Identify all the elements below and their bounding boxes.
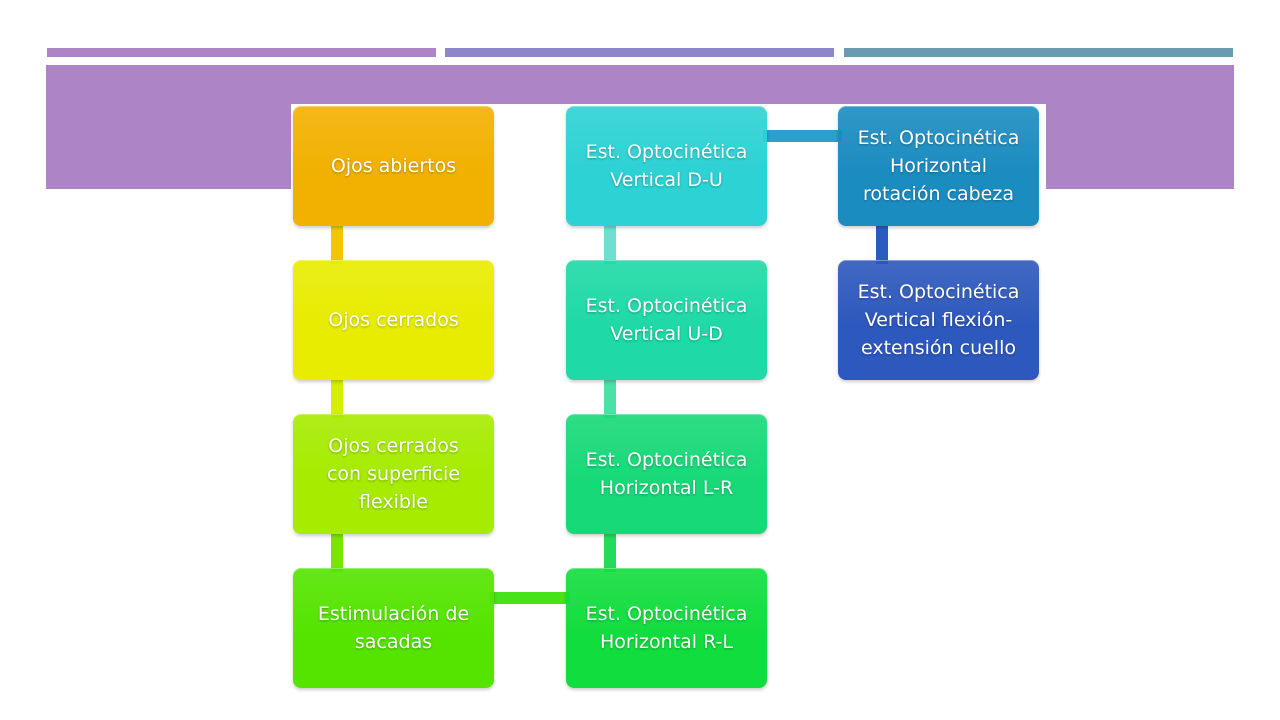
flow-node-label: Ojos cerrados: [328, 309, 459, 331]
flow-node: Est. Optocinética Horizontal rotación ca…: [838, 106, 1039, 226]
flow-node-label: Ojos cerrados con superficie flexible: [326, 435, 461, 513]
connector-line: [604, 222, 616, 264]
flow-node-label: Estimulación de sacadas: [317, 603, 470, 653]
flow-node-label: Est. Optocinética Vertical D-U: [585, 141, 748, 191]
connector-line: [876, 222, 888, 264]
connector-line: [763, 130, 842, 142]
accent-bar-left: [47, 48, 436, 57]
connector-line: [490, 592, 570, 604]
flow-node: Ojos abiertos: [293, 106, 494, 226]
flow-node: Est. Optocinética Vertical D-U: [566, 106, 767, 226]
flow-node-label: Est. Optocinética Horizontal R-L: [585, 603, 748, 653]
flow-node: Est. Optocinética Horizontal L-R: [566, 414, 767, 534]
flow-node: Ojos cerrados con superficie flexible: [293, 414, 494, 534]
flow-node-label: Est. Optocinética Horizontal L-R: [585, 449, 748, 499]
flow-node-label: Est. Optocinética Vertical U-D: [585, 295, 748, 345]
connector-line: [331, 376, 343, 418]
flow-node-label: Est. Optocinética Vertical flexión- exte…: [857, 281, 1020, 359]
accent-bar-center: [445, 48, 834, 57]
connector-line: [604, 376, 616, 418]
connector-line: [331, 222, 343, 264]
connector-line: [604, 530, 616, 572]
flow-node: Ojos cerrados: [293, 260, 494, 380]
flow-node: Est. Optocinética Horizontal R-L: [566, 568, 767, 688]
flow-node-label: Est. Optocinética Horizontal rotación ca…: [857, 127, 1020, 205]
accent-bar-right: [844, 48, 1233, 57]
connector-line: [331, 530, 343, 572]
flow-node: Estimulación de sacadas: [293, 568, 494, 688]
flow-node: Est. Optocinética Vertical U-D: [566, 260, 767, 380]
flow-node: Est. Optocinética Vertical flexión- exte…: [838, 260, 1039, 380]
flow-node-label: Ojos abiertos: [330, 155, 457, 177]
